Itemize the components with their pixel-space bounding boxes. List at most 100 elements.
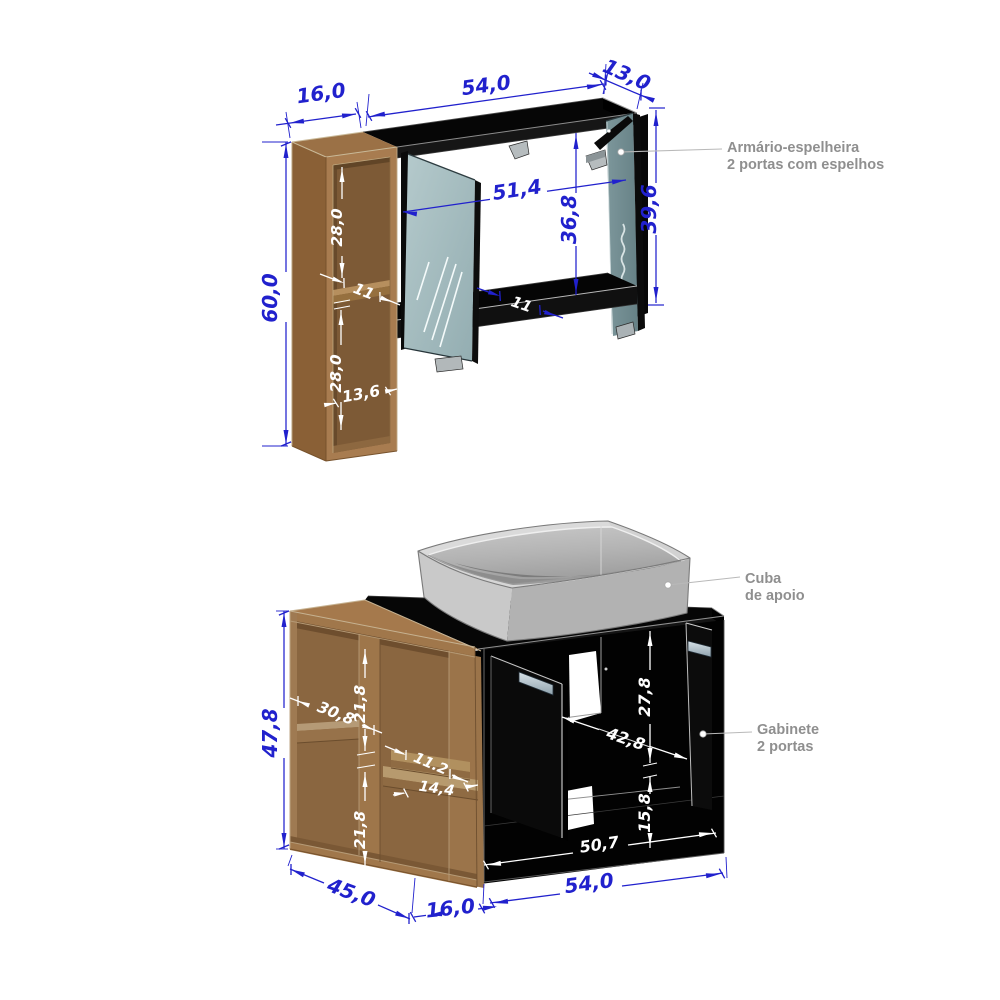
tower-top-front-edge (325, 146, 398, 158)
arr-t368-b (573, 279, 579, 293)
shelf-left-edge (563, 712, 602, 719)
slab-front-top-edge (396, 112, 638, 148)
dim-label-t16: 16,0 (295, 78, 347, 109)
unit-top-back-edge (289, 599, 366, 612)
tick-b507-l (482, 860, 490, 870)
dim-label-t28a: 28,0 (328, 208, 346, 246)
slab-front-bottom-edge (396, 123, 638, 159)
wall-bracket-right-shade (586, 150, 605, 163)
ext-b54-r (725, 856, 728, 879)
sep-b-2 (356, 764, 376, 769)
right-door-handle (687, 640, 712, 658)
arr-b54-r (705, 873, 720, 879)
label-armario-2: 2 portas com espelhos (727, 157, 884, 173)
mirror-streak-4 (416, 261, 430, 301)
arr-t396-t (653, 112, 659, 126)
left-door-top-edge (407, 153, 476, 181)
tower-interior-back (333, 157, 390, 453)
left-door-b-top-highlight (490, 655, 563, 685)
leader-cuba (667, 576, 741, 586)
ext-t54-l (365, 93, 370, 127)
arr-t54-l (371, 111, 386, 117)
unit-top-front-edge (289, 610, 476, 648)
right-door-top-highlight (685, 622, 713, 631)
left-door-foot (434, 355, 464, 373)
arr-t54-r (586, 84, 601, 90)
unit-shelf-top (297, 720, 359, 731)
dim-label-b54: 54,0 (563, 868, 615, 898)
leader-dot-gabinete (699, 730, 707, 738)
unit-top-wedge (290, 600, 481, 651)
tower-shelf-top (333, 280, 390, 296)
unit-top-band (290, 611, 475, 656)
arr-t13-r (641, 95, 655, 103)
arr-t136-l (323, 402, 336, 408)
tick-b16-r (478, 903, 486, 914)
arr-t28a-t (339, 169, 345, 182)
basin-rim-right (608, 521, 690, 561)
tick-b54-r (718, 868, 726, 879)
arr-b428-r (673, 752, 687, 759)
slab-back-top-edge (362, 97, 604, 133)
basin-outline (417, 550, 691, 642)
arr-b478-t (281, 613, 287, 627)
arr-b54-l (494, 898, 509, 904)
arr-b308-r (362, 723, 374, 730)
slab-right-top-edge (602, 97, 638, 114)
unit-shelf-front (297, 727, 359, 743)
leader-dot-cuba (664, 581, 672, 589)
basin-front-right (507, 558, 690, 641)
label-gabinete-2: 2 portas (757, 739, 813, 755)
arr-t11a-l (332, 276, 344, 283)
tower-top-back-edge (291, 131, 364, 143)
right-top-gusset (594, 116, 633, 150)
dim-label-t28b: 28,0 (327, 354, 345, 392)
tick-b507-r (710, 828, 718, 838)
arr-b112-r (452, 774, 464, 781)
arr-t28b-t (338, 312, 344, 325)
tower-left-face (292, 142, 326, 461)
sep-shelf-2 (642, 774, 658, 779)
sep-shelf-1 (642, 762, 658, 767)
dim-label-t396: 39,6 (637, 184, 661, 233)
shelf-front-edge-mid (598, 728, 651, 748)
figure-mirror-cabinet (291, 97, 648, 462)
unit-bottom-inner-edge (289, 841, 478, 881)
dim-label-b218b: 21,8 (351, 811, 369, 849)
right-door-left-highlight (685, 622, 693, 807)
basin-rim-front (418, 551, 690, 588)
box-hole-lower (566, 786, 594, 830)
tower-interior-bottom (333, 436, 390, 453)
dim-label-t368: 36,8 (557, 195, 581, 244)
sep-t-1 (333, 299, 351, 304)
arr-b158-b (647, 833, 653, 846)
unit-divider-band (359, 634, 380, 862)
arr-t514-r (611, 179, 626, 185)
basin-rim-outline (417, 520, 691, 559)
arr-b478-b (281, 833, 287, 847)
arr-t514-l (403, 211, 418, 217)
arr-t11a-r (380, 295, 392, 302)
tick-t16-l (284, 117, 292, 129)
left-door-handle (518, 671, 554, 696)
arr-t368-t (573, 135, 579, 149)
gusset-screw-dot (607, 129, 611, 133)
cabinet-bottom-edge (483, 852, 725, 883)
unit-shelfB-shadow (382, 785, 479, 801)
arr-b218b-b (362, 851, 368, 864)
mirror-streak-2 (431, 263, 457, 341)
tower-top-left-edge (291, 141, 327, 158)
tick-t16-r (354, 107, 362, 119)
ext-b16-l (411, 877, 416, 914)
label-armario-1: Armário-espelheira (727, 140, 860, 156)
divider-screw-dot (604, 667, 608, 671)
ext-b16-r (482, 883, 485, 905)
arr-b158-t (647, 779, 653, 792)
dim-label-t60: 60,0 (258, 273, 282, 322)
mirror-streak-3 (439, 271, 463, 348)
dim-label-b158: 15,8 (635, 793, 654, 832)
unit-back-band (290, 611, 297, 851)
dim-label-b478: 47,8 (258, 708, 282, 758)
